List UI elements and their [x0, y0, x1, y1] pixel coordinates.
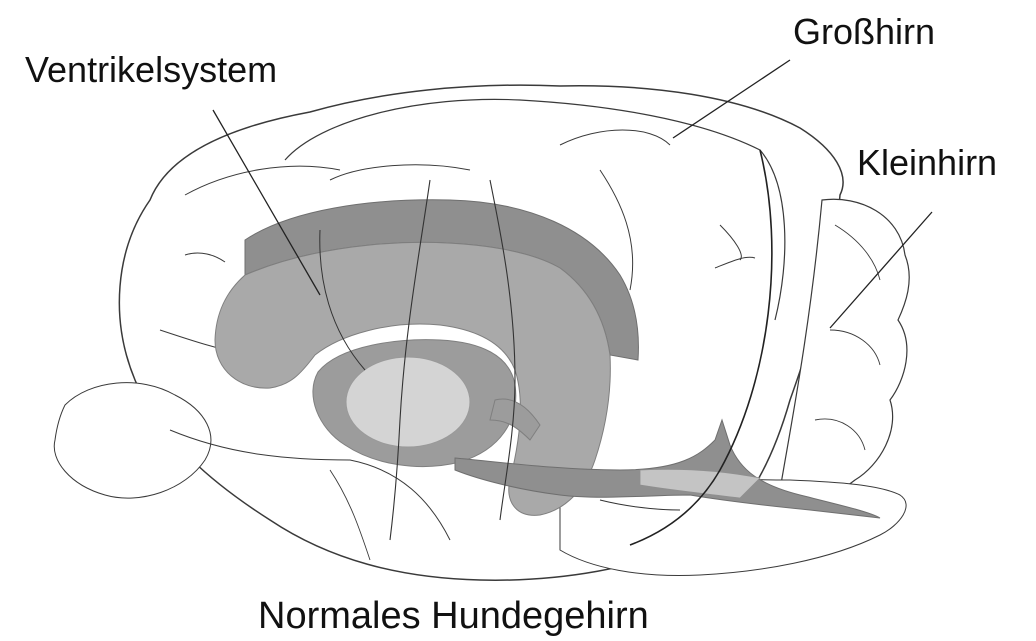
figure-caption: Normales Hundegehirn	[258, 596, 649, 636]
label-grosshirn: Großhirn	[793, 12, 935, 52]
label-kleinhirn: Kleinhirn	[857, 143, 997, 183]
interthalamic-adhesion	[346, 357, 470, 447]
label-ventrikelsystem: Ventrikelsystem	[25, 50, 277, 90]
